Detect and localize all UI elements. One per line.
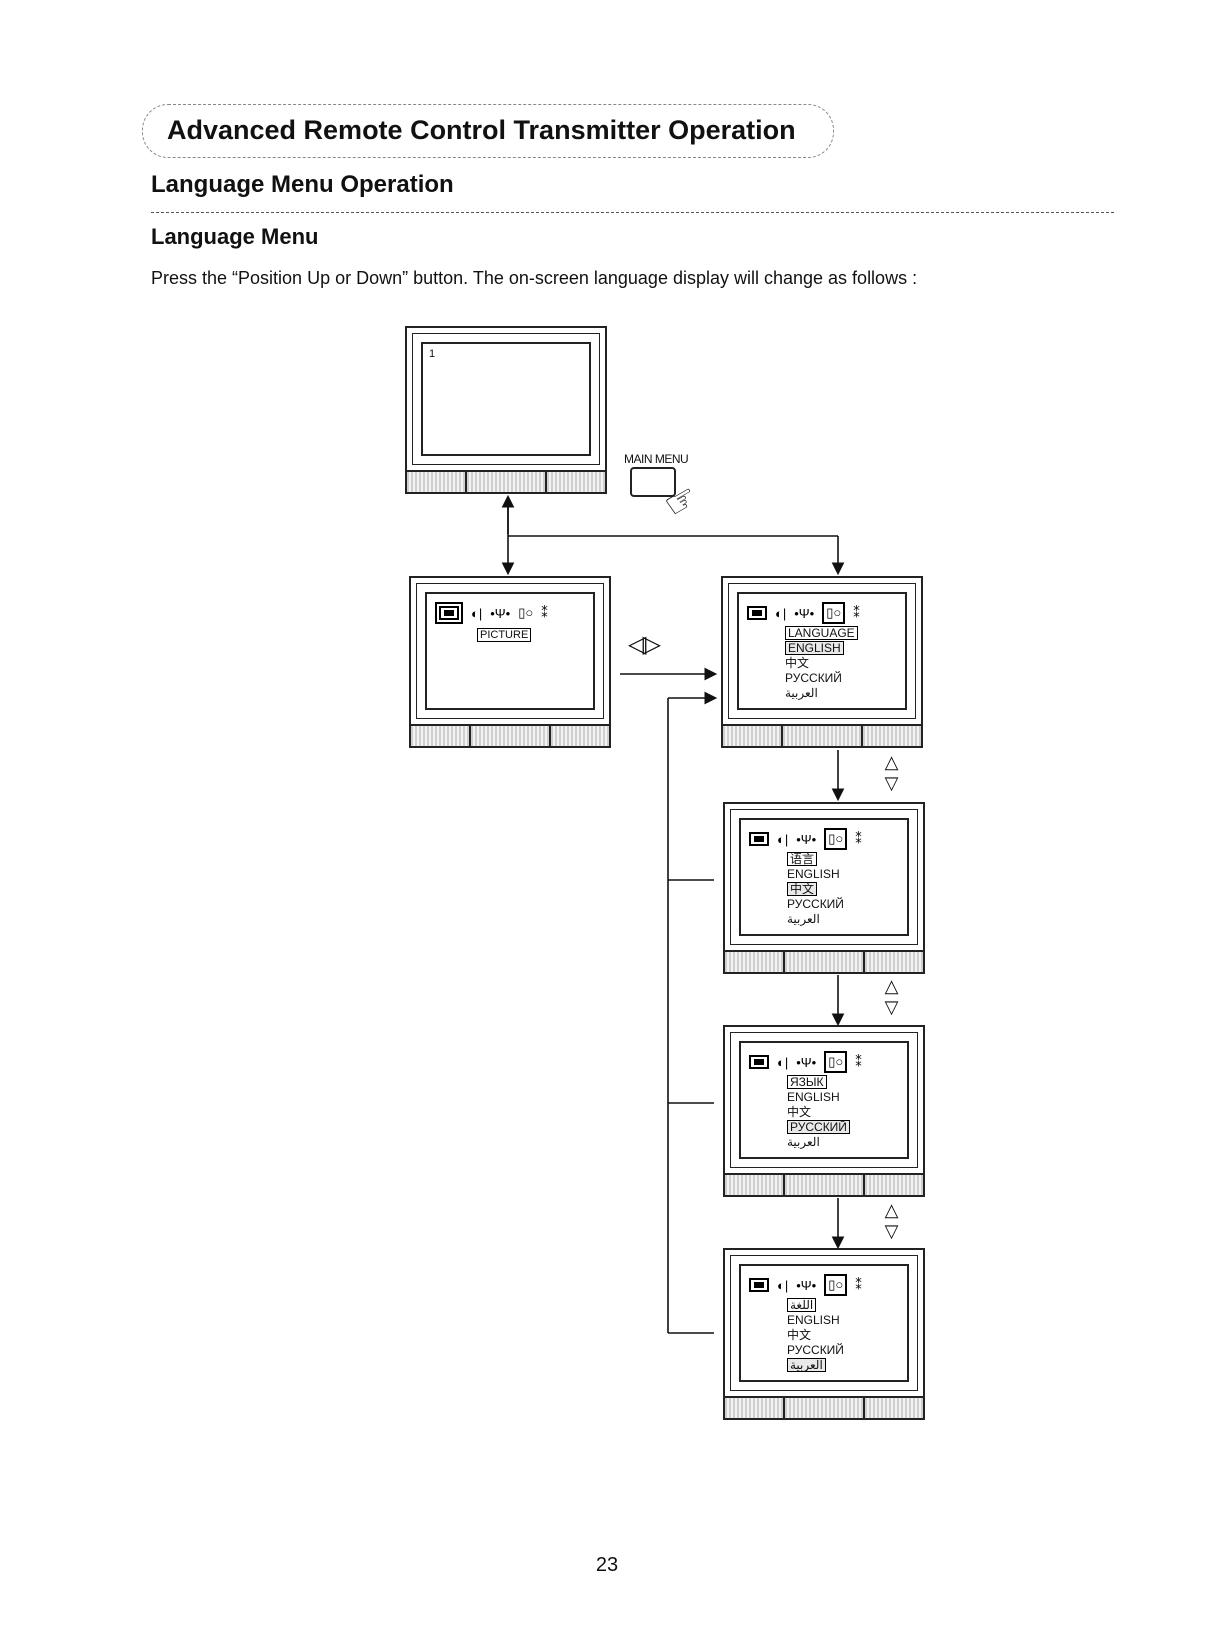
language-option: РУССКИЙ: [785, 671, 842, 685]
language-icon: ▯○: [824, 828, 848, 850]
language-option: العربية: [785, 686, 818, 700]
tuning-icon: ⁑: [541, 605, 548, 620]
tv-initial-screen: 1: [405, 326, 607, 494]
language-option: РУССКИЙ: [787, 1343, 844, 1357]
left-right-arrows-icon: ◁▷: [628, 631, 661, 658]
banner-frame: [142, 104, 834, 158]
language-icon: ▯○: [822, 602, 846, 624]
tuning-icon: ⁑: [853, 605, 860, 620]
language-option-selected: РУССКИЙ: [787, 1120, 850, 1134]
tuning-icon: ⁑: [855, 831, 862, 846]
tv-language-menu-1: ◐| •Ψ• ▯○ ⁑ LANGUAGE ENGLISH 中文 РУССКИЙ …: [721, 576, 923, 748]
menu-icon-row: ◐| •Ψ• ▯○ ⁑: [435, 602, 587, 624]
language-list: اللغة ENGLISH 中文 РУССКИЙ العربية: [741, 1298, 907, 1373]
language-option: العربية: [787, 912, 820, 926]
tv-language-menu-3: ◐| •Ψ• ▯○ ⁑ ЯЗЫК ENGLISH 中文 РУССКИЙ العر…: [723, 1025, 925, 1197]
tv-language-menu-2: ◐| •Ψ• ▯○ ⁑ 语言 ENGLISH 中文 РУССКИЙ العربي…: [723, 802, 925, 974]
up-down-arrows-icon: △▽: [882, 976, 902, 1018]
sound-icon: ◐|: [471, 605, 483, 621]
language-option: ENGLISH: [787, 867, 840, 881]
picture-label: PICTURE: [477, 628, 532, 642]
tuning-icon: ⁑: [855, 1277, 862, 1292]
section-rule: [151, 212, 1114, 213]
instruction-text: Press the “Position Up or Down” button. …: [151, 268, 918, 288]
section-title: Language Menu Operation: [151, 171, 454, 198]
setup-icon: •Ψ•: [794, 605, 815, 621]
menu-icon-row: ◐| •Ψ• ▯○ ⁑: [749, 1274, 901, 1296]
language-option: 中文: [787, 1328, 812, 1342]
channel-number: 1: [429, 348, 436, 360]
page-number: 23: [595, 1554, 619, 1576]
language-option-selected: ENGLISH: [785, 641, 844, 655]
setup-icon: •Ψ•: [796, 1277, 817, 1293]
sound-icon: ◐|: [777, 831, 789, 847]
picture-icon: [747, 604, 767, 622]
language-list: LANGUAGE ENGLISH 中文 РУССКИЙ العربية: [739, 626, 905, 701]
sound-icon: ◐|: [777, 1054, 789, 1070]
language-title: LANGUAGE: [785, 626, 858, 640]
main-menu-label: MAIN MENU: [624, 452, 689, 466]
tuning-icon: ⁑: [855, 1054, 862, 1069]
language-title: ЯЗЫК: [787, 1075, 827, 1089]
language-option: 中文: [785, 656, 810, 670]
language-icon: ▯○: [518, 605, 534, 620]
up-down-arrows-icon: △▽: [882, 1200, 902, 1242]
language-option: العربية: [787, 1135, 820, 1149]
language-option-selected: 中文: [787, 882, 818, 896]
picture-icon: [435, 602, 463, 624]
language-option-selected: العربية: [787, 1358, 826, 1372]
tv-language-menu-4: ◐| •Ψ• ▯○ ⁑ اللغة ENGLISH 中文 РУССКИЙ الع…: [723, 1248, 925, 1420]
language-icon: ▯○: [824, 1274, 848, 1296]
sound-icon: ◐|: [775, 605, 787, 621]
tv-picture-menu: ◐| •Ψ• ▯○ ⁑ PICTURE: [409, 576, 611, 748]
language-icon: ▯○: [824, 1051, 848, 1073]
picture-icon: [749, 1053, 769, 1071]
language-option: ENGLISH: [787, 1313, 840, 1327]
menu-icon-row: ◐| •Ψ• ▯○ ⁑: [749, 828, 901, 850]
language-option: ENGLISH: [787, 1090, 840, 1104]
setup-icon: •Ψ•: [796, 1054, 817, 1070]
subsection-title: Language Menu: [151, 224, 319, 249]
language-list: ЯЗЫК ENGLISH 中文 РУССКИЙ العربية: [741, 1075, 907, 1150]
language-option: 中文: [787, 1105, 812, 1119]
setup-icon: •Ψ•: [796, 831, 817, 847]
up-down-arrows-icon: △▽: [882, 752, 902, 794]
language-option: РУССКИЙ: [787, 897, 844, 911]
language-title: اللغة: [787, 1298, 817, 1312]
picture-icon: [749, 1276, 769, 1294]
language-list: 语言 ENGLISH 中文 РУССКИЙ العربية: [741, 852, 907, 927]
picture-icon: [749, 830, 769, 848]
setup-icon: •Ψ•: [490, 605, 511, 621]
language-title: 语言: [787, 852, 818, 866]
menu-icon-row: ◐| •Ψ• ▯○ ⁑: [747, 602, 899, 624]
sound-icon: ◐|: [777, 1277, 789, 1293]
menu-icon-row: ◐| •Ψ• ▯○ ⁑: [749, 1051, 901, 1073]
main-menu-button[interactable]: [630, 467, 676, 497]
banner-title: Advanced Remote Control Transmitter Oper…: [167, 115, 796, 145]
